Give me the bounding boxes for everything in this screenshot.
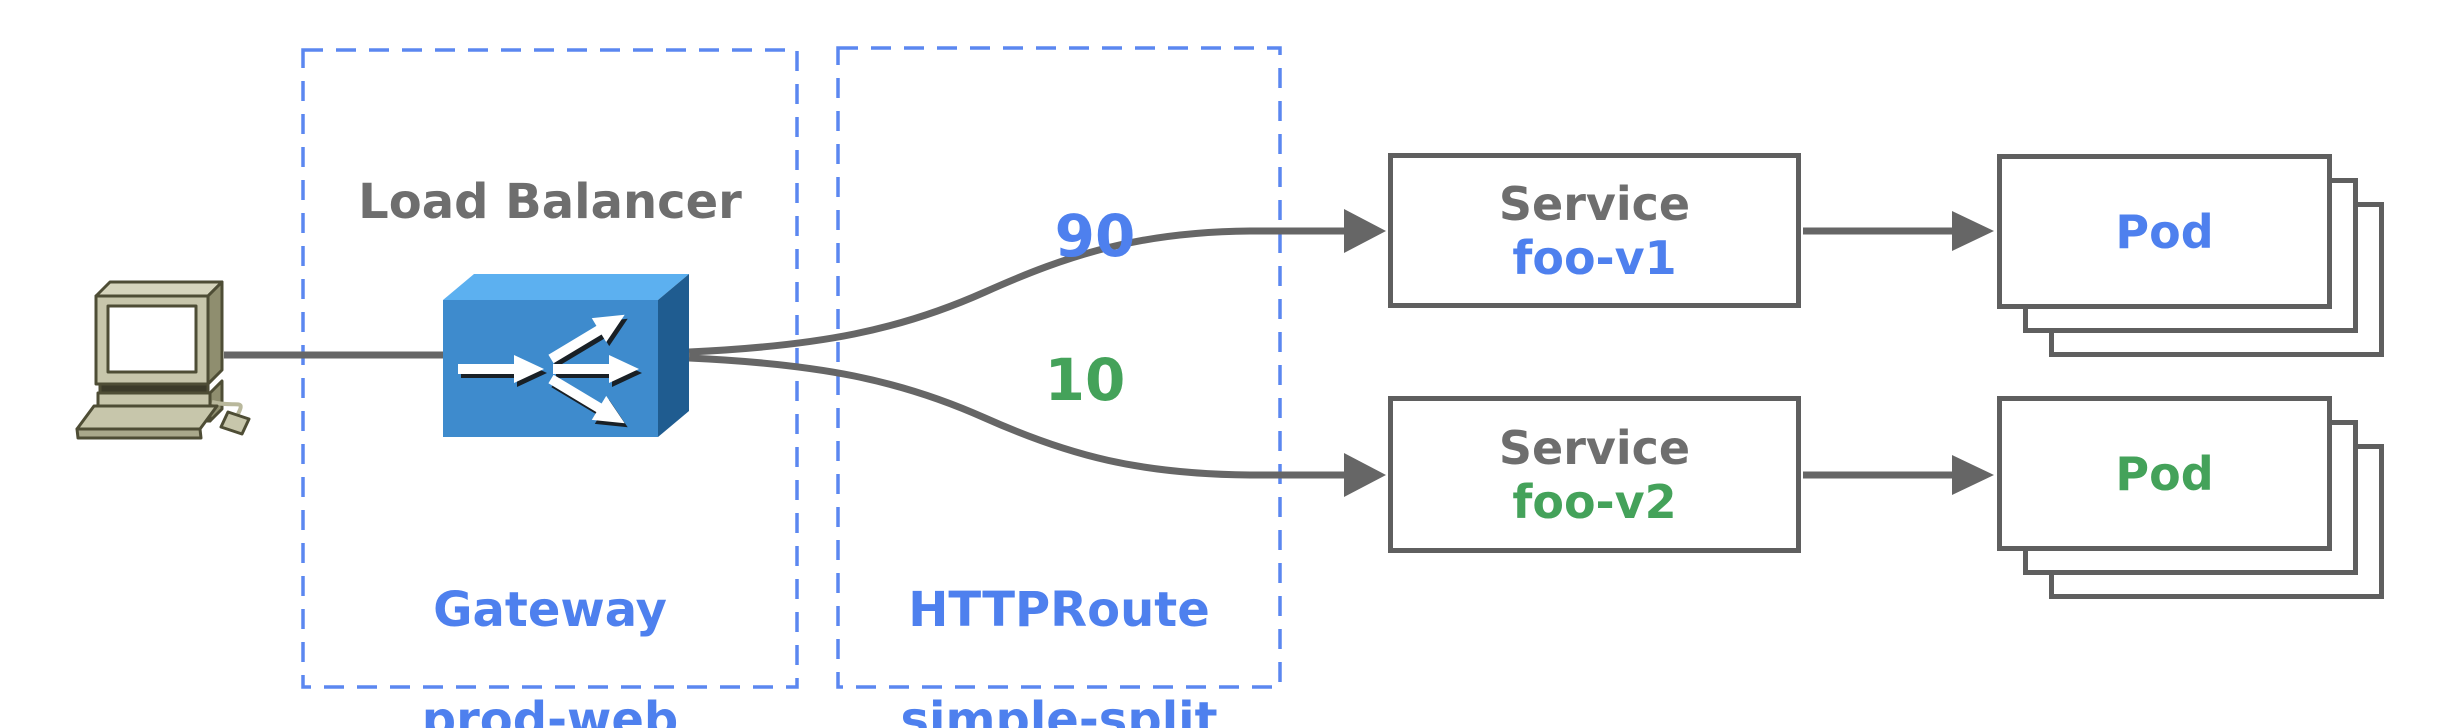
gateway-box-label: Gateway prod-web [303, 528, 797, 728]
service-foo-v1-kind-label: Service [1498, 176, 1691, 231]
weight-90-label: 90 [1054, 202, 1136, 270]
keyboard-icon [75, 404, 219, 431]
pod-stack-foo-v2-front: Pod [1997, 396, 2332, 551]
gateway-boundary-box [301, 48, 799, 689]
route-10-arrowhead [1344, 453, 1386, 497]
service-foo-v2-kind-label: Service [1498, 420, 1691, 475]
gateway-box-label-line2: prod-web [421, 692, 679, 728]
service-foo-v2-name-label: foo-v2 [1512, 474, 1677, 529]
route-10-arrow [688, 354, 1386, 497]
load-balancer-icon [443, 274, 689, 440]
pod-foo-v1-label: Pod [2115, 204, 2214, 259]
pod-stack-foo-v2: Pod [1997, 396, 2385, 599]
service-foo-v1-box: Service foo-v1 [1388, 153, 1801, 308]
service-foo-v1-to-pod-arrow [1803, 211, 1994, 251]
weight-10-label: 10 [1044, 346, 1126, 414]
service-foo-v1-name-label: foo-v1 [1512, 230, 1677, 285]
httproute-boundary-box [836, 46, 1282, 689]
httproute-box-label: HTTPRoute simple-split [838, 528, 1280, 728]
gateway-box-label-line1: Gateway [433, 582, 667, 638]
httproute-box-label-line1: HTTPRoute [908, 582, 1210, 638]
mouse-icon [219, 410, 251, 436]
pod-stack-foo-v1-front: Pod [1997, 154, 2332, 309]
pod-stack-foo-v1: Pod [1997, 154, 2385, 357]
mouse-cable [211, 400, 243, 415]
service-foo-v2-to-pod-arrow [1803, 455, 1994, 495]
client-computer-icon [75, 280, 251, 440]
route-90-arrow [688, 209, 1386, 356]
load-balancer-label: Load Balancer [358, 174, 742, 230]
service-foo-v2-box: Service foo-v2 [1388, 396, 1801, 553]
route-90-arrowhead [1344, 209, 1386, 253]
pod-foo-v2-label: Pod [2115, 446, 2214, 501]
httproute-box-label-line2: simple-split [900, 692, 1218, 728]
